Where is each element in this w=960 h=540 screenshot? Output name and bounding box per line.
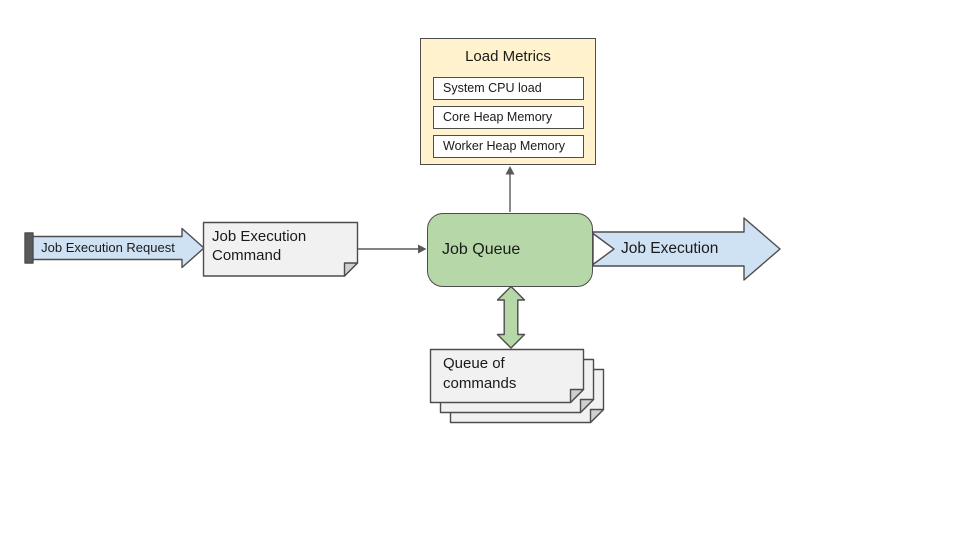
stack-note-front-fold (569, 388, 585, 404)
command-note-shape (202, 221, 359, 277)
execution-arrow-label: Job Execution (621, 240, 719, 257)
stack-note-middle-fold (579, 398, 595, 414)
request-arrow-shape (24, 227, 205, 269)
connector-queue-to-metrics (505, 166, 515, 212)
stack-note-back-fold (589, 408, 605, 424)
load-metrics-box: Load Metrics System CPU load Core Heap M… (420, 38, 596, 165)
metric-system-cpu-load: System CPU load (433, 77, 584, 100)
metric-core-heap-memory: Core Heap Memory (433, 106, 584, 129)
metric-worker-heap-memory: Worker Heap Memory (433, 135, 584, 158)
request-arrow-label: Job Execution Request (41, 240, 175, 255)
command-stack-shape (429, 348, 605, 424)
command-note-fold (343, 262, 359, 277)
arrowhead-right (418, 244, 427, 254)
connector-command-to-queue (358, 244, 427, 254)
request-arrow-stripe (24, 232, 34, 264)
request-arrow-body (32, 227, 205, 269)
command-stack-label: Queue of commands (443, 355, 517, 392)
job-queue-label: Job Queue (442, 241, 521, 258)
command-note-label: Job Execution Command (212, 228, 307, 264)
load-metrics-title: Load Metrics (465, 48, 551, 65)
arrowhead-up (505, 166, 515, 175)
queue-stack-double-arrow (496, 285, 526, 349)
execution-arrow-shape (592, 217, 781, 281)
execution-arrow-notch (592, 232, 615, 266)
job-queue-box: Job Queue (427, 213, 593, 287)
execution-arrow-body (592, 217, 781, 281)
